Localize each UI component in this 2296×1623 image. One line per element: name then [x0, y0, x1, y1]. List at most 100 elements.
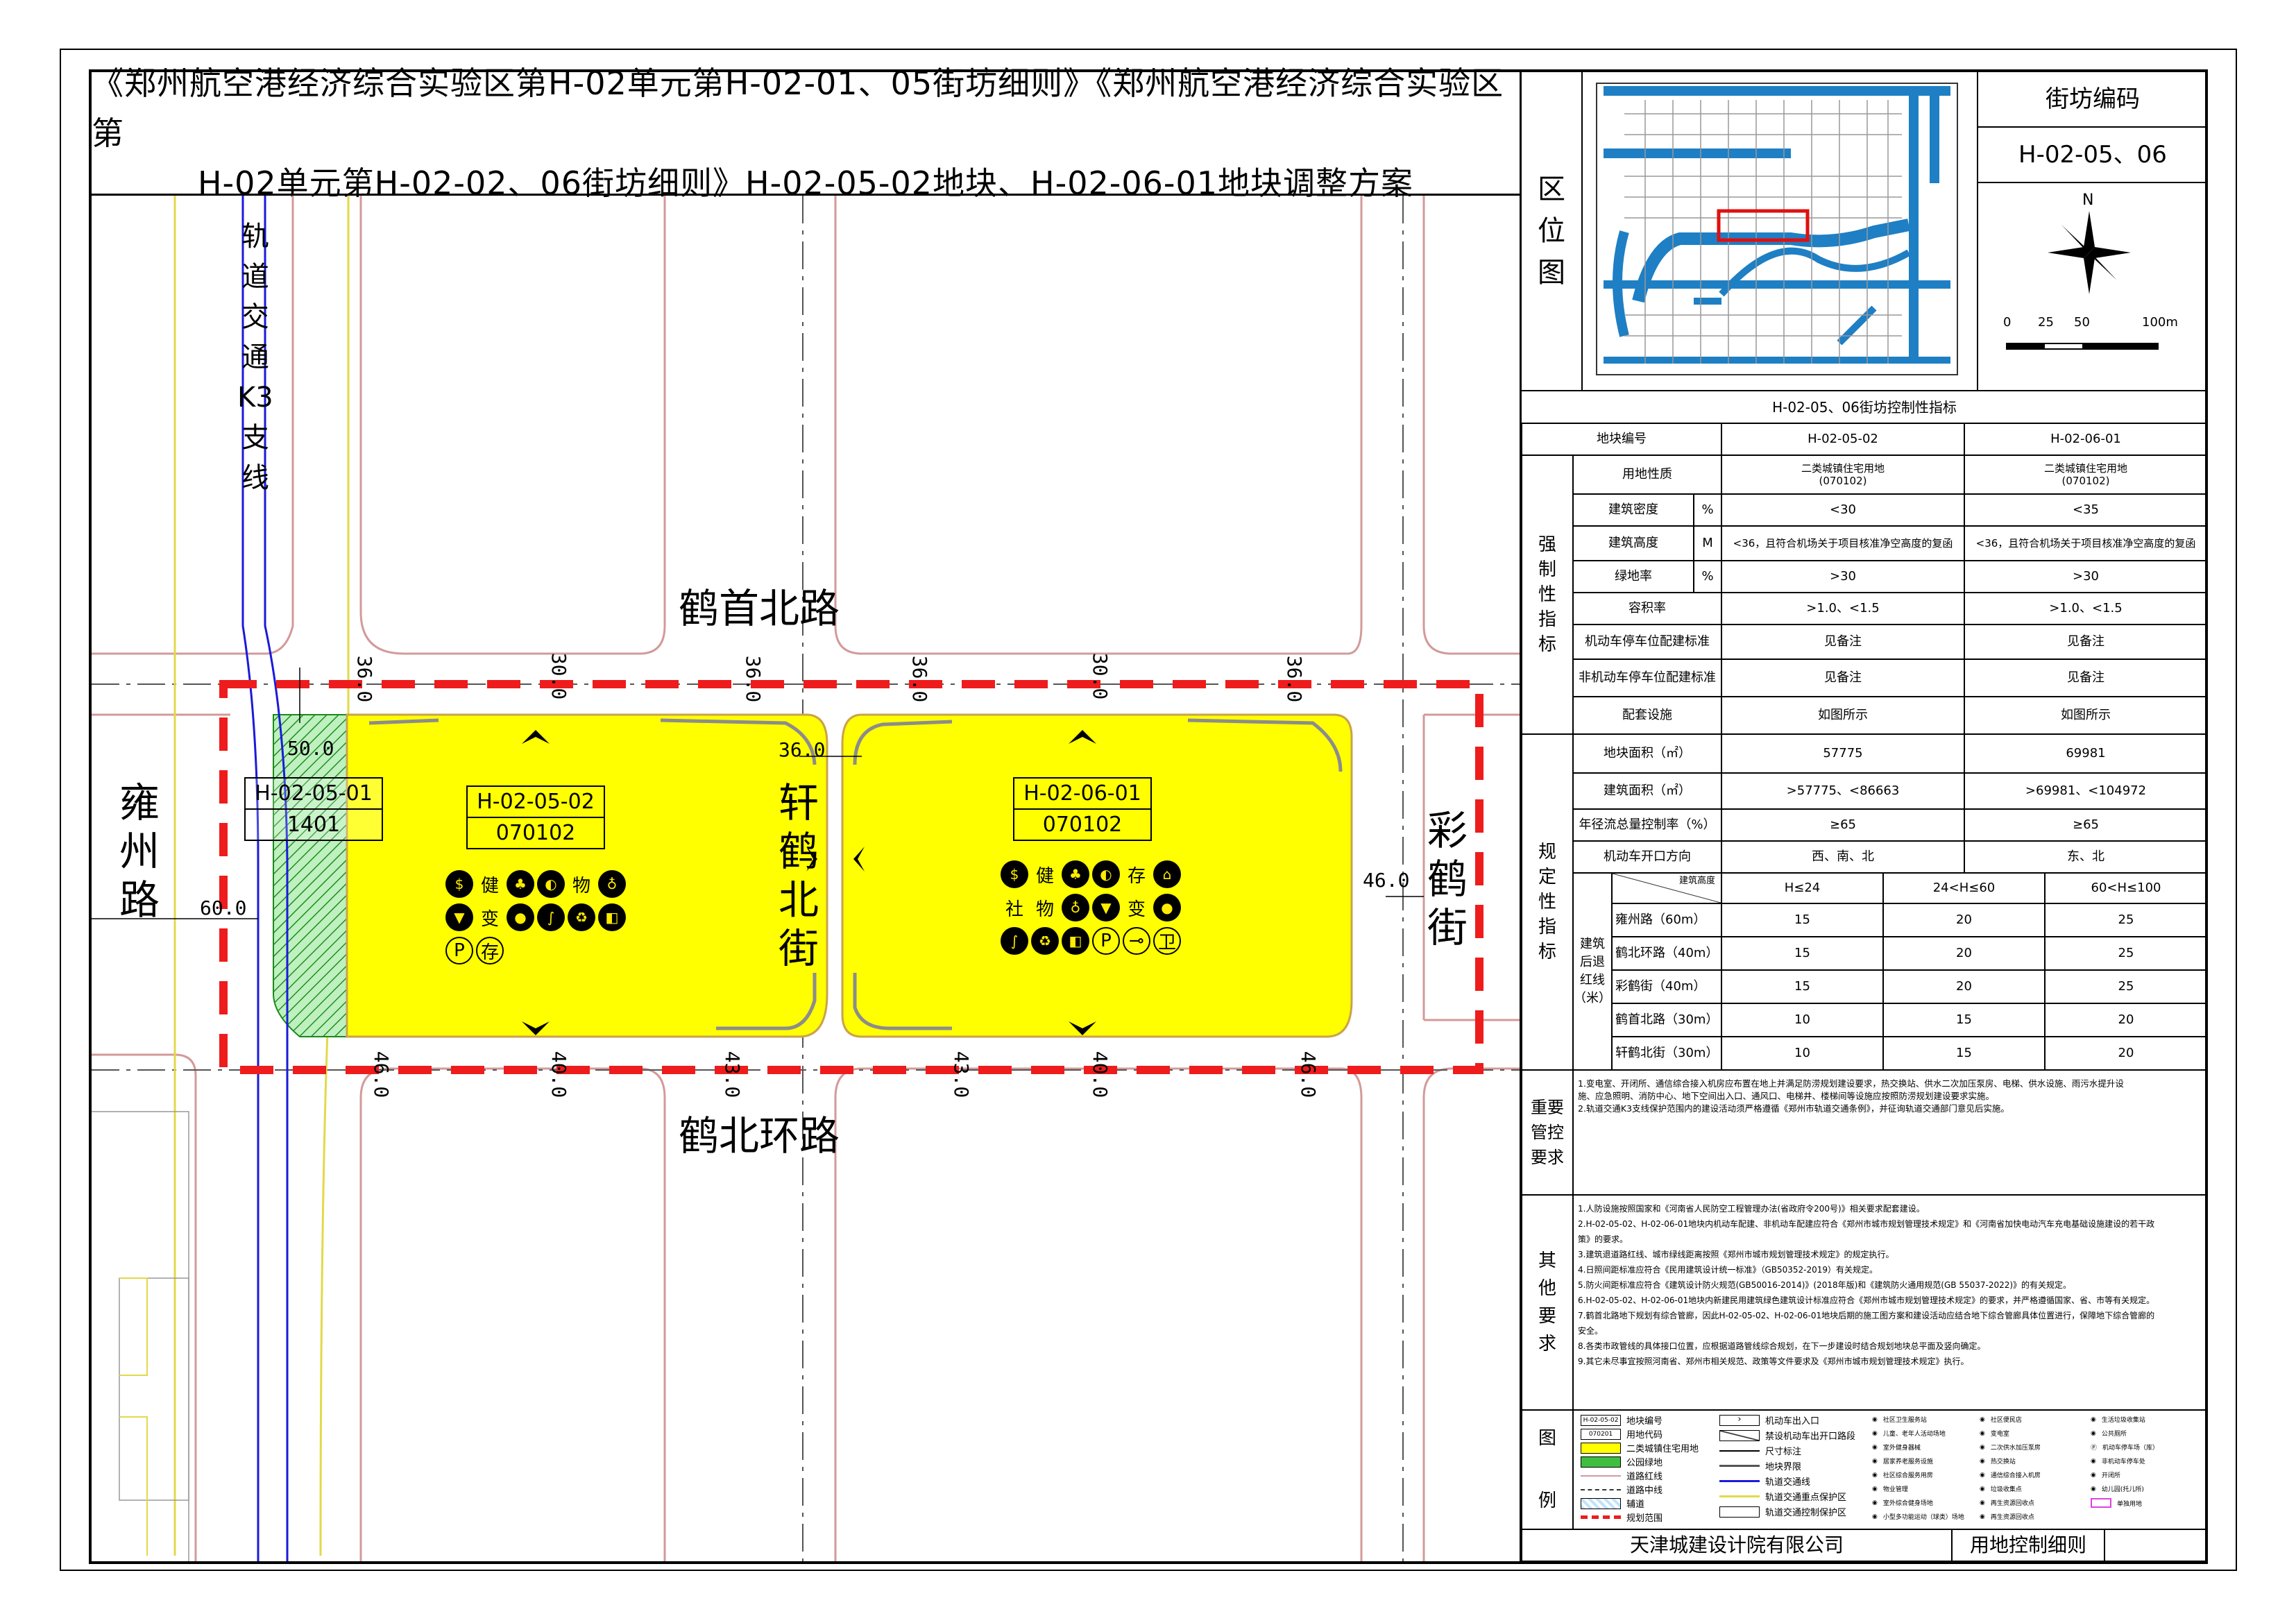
- label-char: 位: [1538, 215, 1565, 247]
- road-char: 彩: [1427, 807, 1468, 854]
- plot-label-h-02-05-01[interactable]: H-02-05-01 1401: [244, 777, 383, 841]
- road-char: 北: [779, 876, 819, 924]
- scale-25: 25: [2038, 315, 2054, 330]
- legend-text: 地块编号: [1626, 1416, 1663, 1427]
- elderly-care-icon: ◐: [537, 870, 565, 898]
- legend-swatch: [1581, 1488, 1621, 1490]
- legend-facility: 单独用地: [2091, 1498, 2142, 1508]
- legend-text: 用地代码: [1626, 1430, 1663, 1441]
- kindergarten-icon: ⌂: [1153, 860, 1181, 888]
- row-value-a: ≥65: [1721, 809, 1964, 841]
- setback-label: 建筑 后退 红线 （米）: [1573, 873, 1612, 1070]
- plot-label-h-02-05-02[interactable]: H-02-05-02 070102: [466, 785, 605, 849]
- label-char: 强: [1538, 534, 1556, 555]
- road-char: 街: [1427, 904, 1468, 951]
- setback-h3: 60<H≤100: [2045, 873, 2207, 903]
- road-char: 州: [119, 828, 160, 875]
- other-line: 4.日照间距标准应符合《民用建筑设计统一标准》（GB50352-2019）有关规…: [1578, 1265, 1878, 1275]
- scale-50: 50: [2074, 315, 2090, 330]
- label-char: 其: [1538, 1250, 1556, 1271]
- row-name: 机动车停车位配建标准: [1573, 624, 1721, 659]
- community-icon: 社: [1005, 899, 1023, 920]
- legend-text: 公共厕所: [2101, 1431, 2127, 1438]
- setback-road: 彩鹤街（40m）: [1612, 970, 1721, 1003]
- label-char: 标: [1538, 634, 1556, 655]
- legend-text: 机动车停车场（库）: [2102, 1445, 2159, 1452]
- community-room-icon: ●: [507, 903, 534, 931]
- rail-label-char: K3: [237, 382, 273, 414]
- row-value-b: ≥65: [1964, 809, 2207, 841]
- planning-boundary: [219, 680, 1483, 1074]
- dim-bottom-3: 43.0: [721, 1051, 745, 1098]
- convenience-store-icon: ♁: [598, 870, 626, 898]
- rail-label-char: 线: [241, 462, 269, 494]
- plot-landuse: 1401: [287, 813, 341, 837]
- group-mandatory: 强 制 性 指 标: [1522, 455, 1573, 734]
- plot-label-h-02-06-01[interactable]: H-02-06-01 070102: [1013, 777, 1152, 841]
- legend-text: 室外健身器械: [1882, 1445, 1921, 1452]
- park-plot-h-02-05-01[interactable]: [273, 714, 348, 1037]
- row-value-b: 如图所示: [1964, 697, 2207, 734]
- legend-facility: ◉ 居家养老服务设施: [1872, 1457, 1933, 1466]
- row-name: 绿地率: [1573, 561, 1694, 593]
- label-char: 图: [1538, 1428, 1556, 1449]
- row-name: 用地性质: [1573, 455, 1721, 494]
- legend-center-line: 道路中线: [1581, 1483, 1663, 1496]
- label-char: 定: [1538, 867, 1556, 887]
- playground-icon: ♣: [1062, 860, 1089, 888]
- north-label: N: [2082, 192, 2094, 209]
- row-name: 建筑面积（㎡）: [1573, 773, 1721, 809]
- row-name: 年径流总量控制率（%）: [1573, 809, 1721, 841]
- legend-swatch: [1581, 1442, 1621, 1454]
- legend-text: 轨道交通控制保护区: [1765, 1508, 1847, 1518]
- property-mgmt-icon: 物: [572, 875, 590, 897]
- row-value-b: 69981: [1964, 734, 2207, 773]
- row-value-b: 见备注: [1964, 624, 2207, 659]
- other-line: 2.H-02-05-02、H-02-06-01地块内机动车配建、非机动车配建应符…: [1578, 1219, 2155, 1229]
- legend-facility: ◉ 社区便民店: [1980, 1416, 2022, 1425]
- health-station-icon: $: [1001, 860, 1028, 888]
- legend-text: 生活垃圾收集站: [2101, 1417, 2145, 1424]
- location-map-drawing: [1583, 72, 1975, 389]
- title-line-2: H-02单元第H-02-02、06街坊细则》H-02-05-02地块、H-02-…: [197, 164, 1414, 202]
- legend-text: 小型多功能运动（球类）场地: [1882, 1514, 1964, 1521]
- row-unit: %: [1694, 561, 1721, 593]
- row-value-b: <36，且符合机场关于项目核准净空高度的复函: [1964, 526, 2207, 561]
- dim-top-1: 36.0: [353, 655, 377, 703]
- legend-facility: ◉ 物业管理: [1872, 1485, 1908, 1494]
- legend-facility: ◉ 社区综合服务用房: [1872, 1471, 1933, 1480]
- setback-value: 10: [1721, 1003, 1883, 1037]
- plot-code: H-02-05-01: [246, 779, 382, 810]
- road-middle-label: 轩 鹤 北 街: [779, 779, 819, 973]
- dim-top-6: 36.0: [1283, 655, 1307, 703]
- label-char: 建筑: [1580, 937, 1605, 951]
- setback-value: 15: [1721, 970, 1883, 1003]
- road-char: 轩: [779, 779, 819, 826]
- right-panel: 区 位 图: [1520, 72, 2207, 1561]
- legend-text: 公园绿地: [1626, 1458, 1663, 1468]
- important-line: 2.轨道交通K3支线保护范围内的建设活动须严格遵循《郑州市轨道交通条例》，并征询…: [1578, 1103, 2009, 1114]
- row-value-a: >30: [1721, 561, 1964, 593]
- road-char: 鹤: [1427, 856, 1468, 903]
- label-char: 规: [1538, 842, 1556, 863]
- scale-0: 0: [2003, 315, 2012, 330]
- plot-no-label: 地块编号: [1522, 423, 1721, 455]
- road-east-label: 彩 鹤 街: [1427, 806, 1468, 952]
- row-unit: %: [1694, 494, 1721, 526]
- road-char: 街: [779, 925, 819, 972]
- row-value-a: >57775、<86663: [1721, 773, 1964, 809]
- heat-exchange-icon: ∫: [537, 903, 565, 931]
- legend-text: 地块界限: [1765, 1462, 1802, 1472]
- label-char: 标: [1538, 942, 1556, 962]
- row-value-a: <36，且符合机场关于项目核准净空高度的复函: [1721, 526, 1964, 561]
- telecom-room-icon: ▼: [445, 903, 473, 931]
- dim-bottom-5: 40.0: [1089, 1051, 1112, 1098]
- other-line: 6.H-02-05-02、H-02-06-01地块内新建民用建筑绿色建筑设计标准…: [1578, 1295, 2155, 1305]
- row-value-b: <35: [1964, 494, 2207, 526]
- row-value-b: 见备注: [1964, 659, 2207, 697]
- label-char: 要求: [1531, 1148, 1564, 1167]
- health-station-icon: $: [445, 870, 473, 898]
- legend-text: 辅道: [1626, 1499, 1645, 1510]
- label-char: （米）: [1574, 991, 1611, 1005]
